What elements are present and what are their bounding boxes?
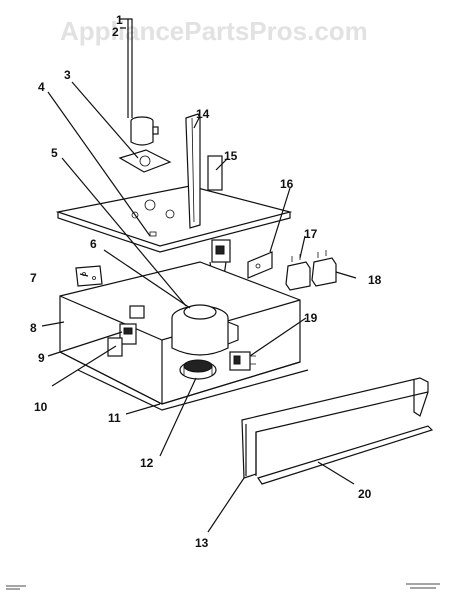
callout-11: 11 (108, 411, 121, 425)
part-13-frame (241, 377, 429, 479)
callout-16: 16 (280, 177, 294, 191)
part-6-motor (171, 304, 239, 356)
part-16-bracket (247, 251, 273, 279)
callout-9: 9 (38, 351, 45, 365)
top-panel (55, 185, 293, 253)
part-18-relay (311, 250, 337, 287)
callout-10: 10 (34, 400, 48, 414)
callout-1: 1 (116, 13, 123, 27)
callout-15: 15 (224, 149, 238, 163)
callout-19: 19 (304, 311, 318, 325)
callout-5: 5 (51, 146, 58, 160)
part-20-trim (257, 425, 434, 485)
part-12-fan (179, 359, 217, 380)
part-1-2-cup (130, 116, 159, 146)
callout-bracket-1-2 (120, 18, 133, 118)
callout-8: 8 (30, 321, 37, 335)
part-9-switch (119, 323, 137, 345)
part-14-bracket (185, 113, 201, 229)
part-19-relay (229, 351, 256, 371)
part-17-relay (285, 254, 311, 291)
corner-marks (6, 583, 440, 590)
part-15-switch (207, 155, 231, 291)
part-3-gasket (118, 149, 172, 173)
callout-7: 7 (30, 271, 37, 285)
watermark-text: AppliancePartsPros.com (60, 16, 368, 46)
callout-12: 12 (140, 456, 154, 470)
callout-6: 6 (90, 237, 97, 251)
callout-13: 13 (195, 536, 209, 550)
callout-2: 2 (112, 25, 119, 39)
callout-14: 14 (196, 107, 210, 121)
callout-4: 4 (38, 80, 45, 94)
callout-17: 17 (304, 227, 318, 241)
part-7-plate (75, 265, 103, 287)
callout-20: 20 (358, 487, 372, 501)
callout-3: 3 (64, 68, 71, 82)
leader-lines (41, 81, 357, 533)
callout-labels: 1 2 3 4 5 6 7 8 9 10 11 12 13 14 15 16 1… (30, 13, 382, 550)
callout-18: 18 (368, 273, 382, 287)
